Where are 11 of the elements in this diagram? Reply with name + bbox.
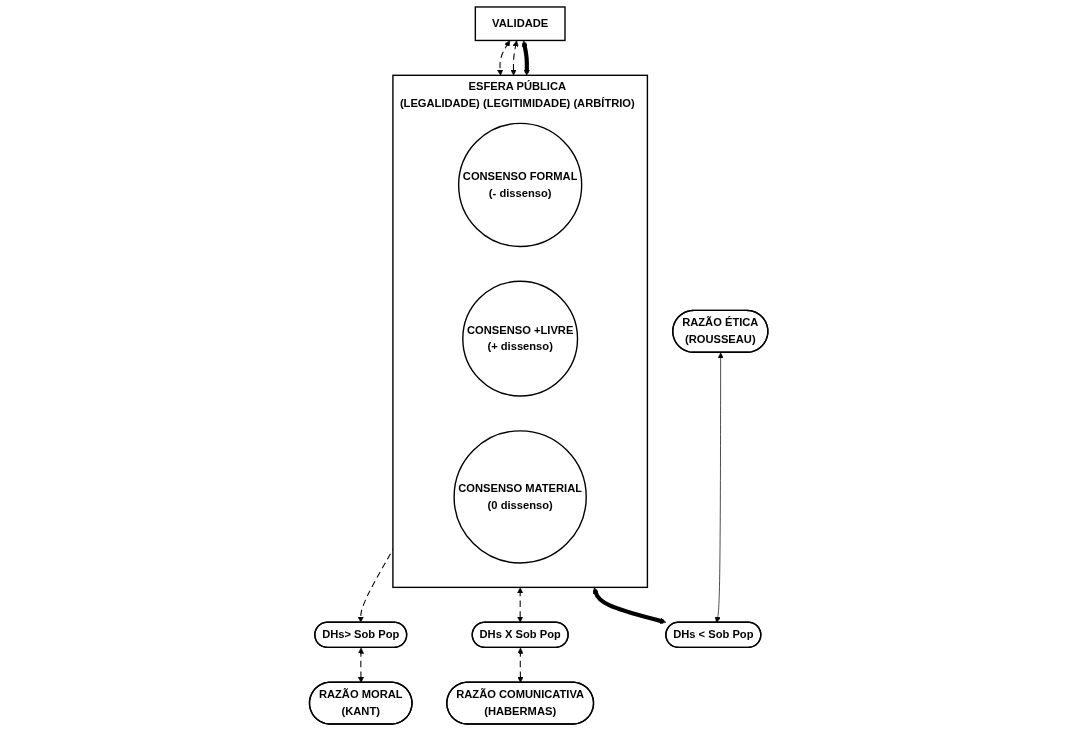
- node-circle: CONSENSO +LIVRE (+ dissenso): [461, 280, 579, 397]
- node-circle: CONSENSO FORMAL (- dissenso): [457, 122, 583, 248]
- arrow: [510, 40, 519, 76]
- arrow: [521, 40, 530, 76]
- arrow: [517, 647, 524, 683]
- node-box: VALIDADE: [474, 6, 566, 42]
- arrow: [592, 587, 666, 624]
- arrow: [496, 40, 510, 76]
- arrow: [357, 647, 364, 683]
- node-circle: CONSENSO MATERIAL (0 dissenso): [453, 430, 587, 564]
- arrow: [516, 587, 524, 623]
